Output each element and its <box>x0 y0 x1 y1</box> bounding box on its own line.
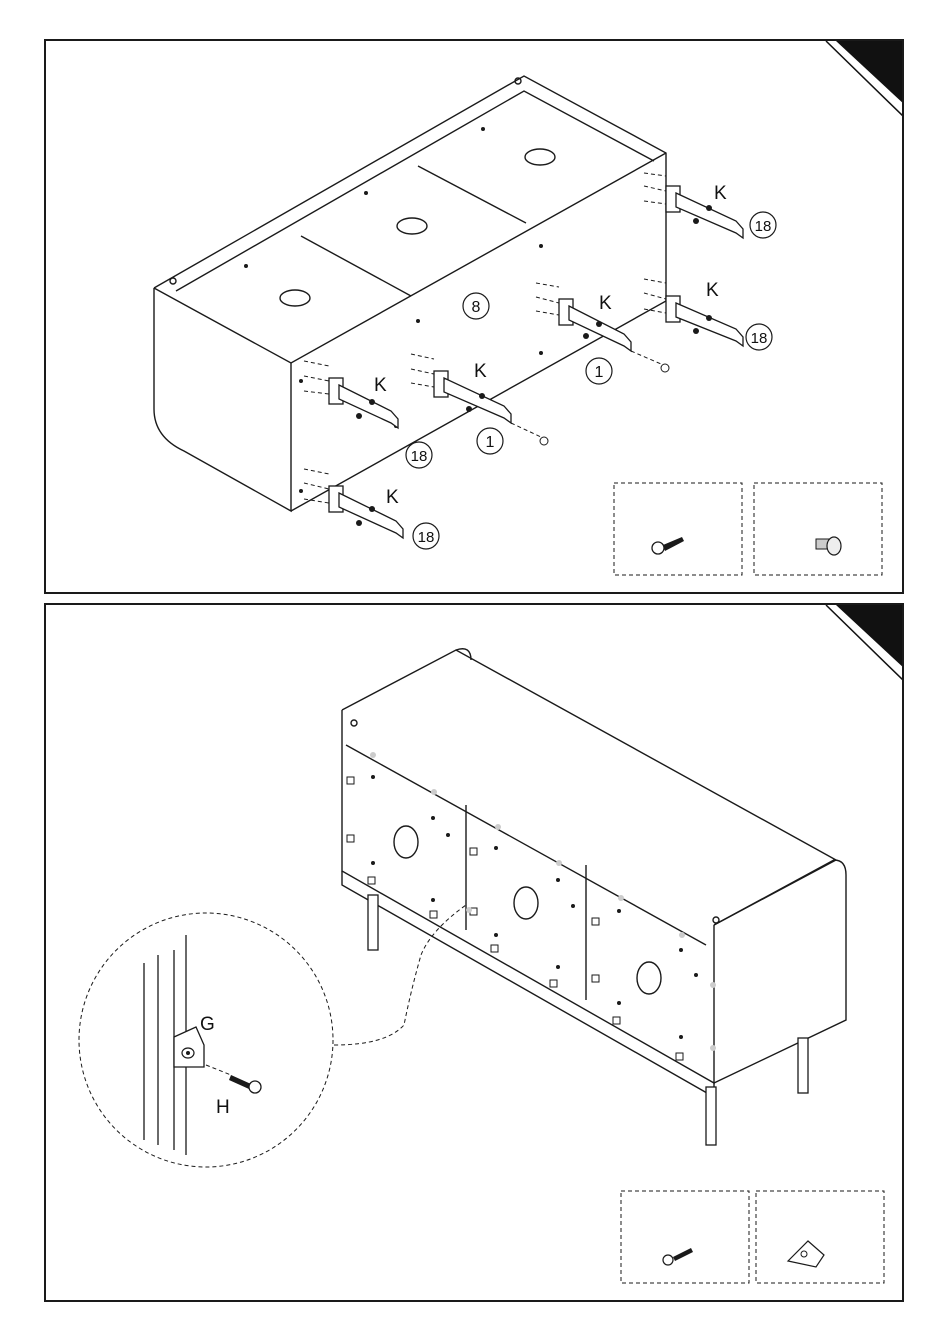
legend-box-bracket <box>756 1191 884 1283</box>
legend-box-screw <box>614 483 742 575</box>
cabinet-back-illustration: G H <box>46 605 904 1302</box>
label-g: G <box>200 1014 215 1035</box>
screw-icon <box>652 537 684 554</box>
step-corner-tab <box>836 605 904 670</box>
corner-bracket-icon <box>788 1241 824 1267</box>
glide-foot-icon <box>816 537 841 555</box>
part-1-label-b: 1 <box>486 434 495 451</box>
screw-icon <box>663 1248 693 1265</box>
part-1-label-a: 1 <box>595 364 604 381</box>
part-18-label-a: 18 <box>755 218 772 235</box>
label-k-2: K <box>706 280 719 301</box>
label-h: H <box>216 1097 230 1118</box>
label-k-6: K <box>386 487 399 508</box>
step-panel-top: K K K K K K 8 1 1 18 18 18 18 <box>44 39 904 594</box>
legs <box>368 895 808 1145</box>
part-18-label-c: 18 <box>411 448 428 465</box>
part-18-label-d: 18 <box>418 529 435 546</box>
part-18-label-b: 18 <box>751 330 768 347</box>
step-panel-bottom: G H <box>44 603 904 1302</box>
detail-magnifier <box>79 913 333 1167</box>
label-k-1: K <box>714 183 727 204</box>
cabinet-upside-down-illustration: K K K K K K 8 1 1 18 18 18 18 <box>46 41 904 594</box>
leg-group <box>329 186 743 538</box>
step-corner-tab <box>836 41 904 106</box>
label-k-5: K <box>374 375 387 396</box>
label-k-4: K <box>474 361 487 382</box>
label-k-3: K <box>599 293 612 314</box>
legend-box-screw <box>621 1191 749 1283</box>
part-8-label: 8 <box>472 299 481 316</box>
legend-box-glide <box>754 483 882 575</box>
